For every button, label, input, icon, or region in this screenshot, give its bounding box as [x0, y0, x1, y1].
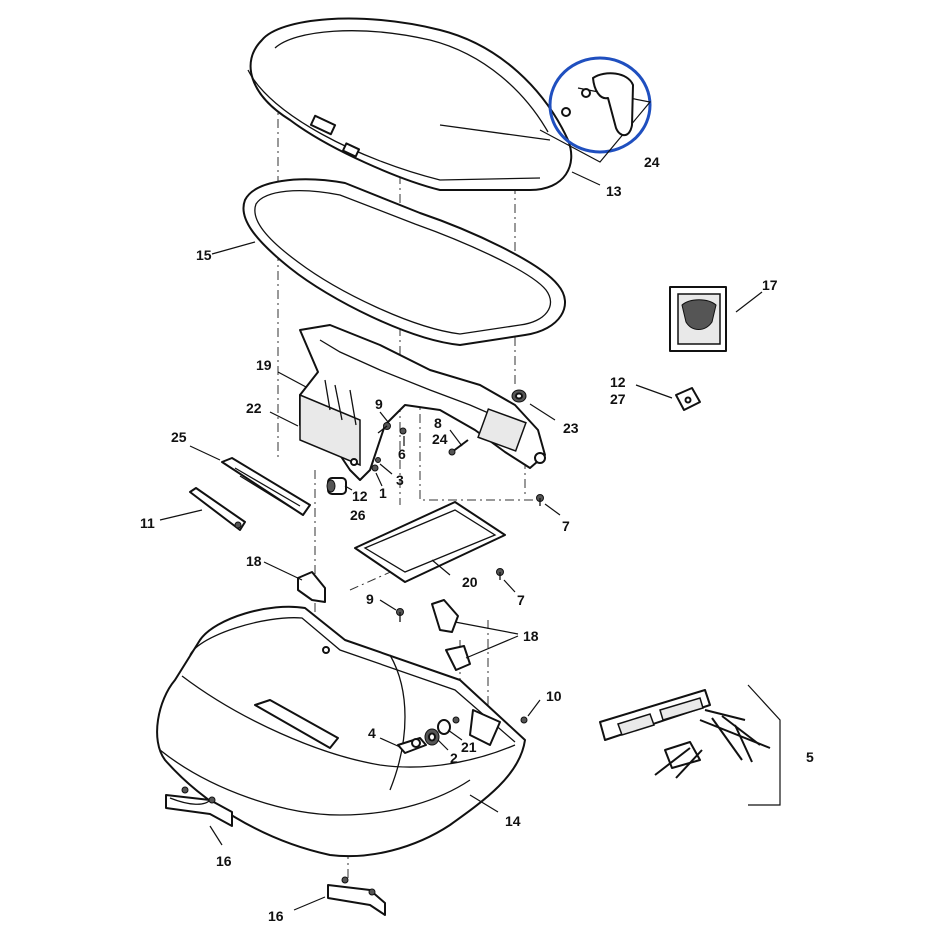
- callout-17: 17: [762, 277, 778, 293]
- callout-15: 15: [196, 247, 212, 263]
- callout-3: 3: [396, 472, 404, 488]
- mount-blocks-part: [165, 786, 386, 916]
- callout-20: 20: [462, 574, 478, 590]
- screw-7-upper: [536, 494, 544, 506]
- callout-13: 13: [606, 183, 622, 199]
- callout-23: 23: [563, 420, 579, 436]
- callout-26: 26: [350, 507, 366, 523]
- inner-frame-part: [299, 324, 546, 481]
- screw-3: [375, 457, 381, 463]
- callout-21: 21: [461, 739, 477, 755]
- callout-19: 19: [256, 357, 272, 373]
- callout-9-lower: 9: [366, 591, 374, 607]
- screw-9-upper: [377, 422, 391, 434]
- plate-part: [354, 501, 506, 583]
- latch-part: [539, 56, 652, 163]
- callout-24-mid: 24: [432, 431, 448, 447]
- tool-kit-part: [599, 684, 781, 806]
- callout-22: 22: [246, 400, 262, 416]
- hinge-brackets-part: [297, 571, 471, 671]
- callout-4: 4: [368, 725, 376, 741]
- handle-part: [189, 487, 246, 531]
- leader-lines: [159, 171, 763, 911]
- callout-14: 14: [505, 813, 521, 829]
- screw-8: [448, 439, 469, 456]
- callout-16-bottom: 16: [268, 908, 284, 924]
- callout-7-lower: 7: [517, 592, 525, 608]
- callout-8: 8: [434, 415, 442, 431]
- screw-7-lower: [496, 568, 504, 580]
- callout-7-upper: 7: [562, 518, 570, 534]
- screws: [371, 422, 544, 724]
- callout-9-upper: 9: [375, 396, 383, 412]
- highlight-circle: [548, 56, 652, 154]
- screw-6: [399, 427, 407, 435]
- saddlebag-body-part: [156, 605, 526, 858]
- callout-5: 5: [806, 749, 814, 765]
- callout-18-right: 18: [523, 628, 539, 644]
- lock-parts: [397, 716, 460, 754]
- gasket-part: [242, 178, 566, 346]
- callout-1: 1: [379, 485, 387, 501]
- callout-11: 11: [140, 515, 155, 531]
- callout-16-left: 16: [216, 853, 232, 869]
- callout-18-left: 18: [246, 553, 262, 569]
- screw-1: [371, 464, 379, 472]
- lid-part: [247, 17, 573, 191]
- callout-24-top: 24: [644, 154, 660, 170]
- callout-12-right: 12: [610, 374, 626, 390]
- bracket-part: [675, 387, 701, 411]
- callout-12-left: 12: [352, 488, 368, 504]
- screw-10: [520, 716, 528, 724]
- callout-6: 6: [398, 446, 406, 462]
- callout-2: 2: [450, 750, 458, 766]
- grommet-part: [511, 389, 527, 403]
- handle-trim-part: [221, 457, 311, 516]
- booklet-part: [669, 286, 727, 352]
- callout-10: 10: [546, 688, 562, 704]
- screw-9-lower: [396, 608, 404, 622]
- callout-27: 27: [610, 391, 626, 407]
- lock-cylinder-part: [326, 477, 347, 495]
- callout-25: 25: [171, 429, 187, 445]
- callout-labels: 13 24 15 17 19 22 9 8 24 6 23 12 27 25 3…: [140, 154, 814, 924]
